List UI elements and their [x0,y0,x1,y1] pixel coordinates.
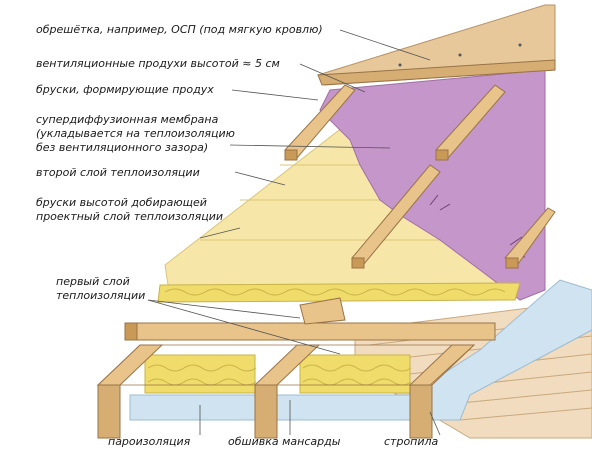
vent-battens [284,59,556,269]
label-first-layer: первый слой теплоизоляции [56,275,146,302]
label-extra-battens: бруски высотой добирающей проектный слой… [36,196,223,223]
label-rafter: стропила [384,435,439,448]
label-membrane: супердиффузионная мембрана (укладывается… [36,113,235,154]
first-insulation-band [157,282,521,303]
label-second-layer: второй слой теплоизоляции [36,166,200,179]
insulation-between-rafters [144,354,412,394]
label-vapor-barrier: пароизоляция [108,435,191,448]
rafters [96,344,476,439]
label-sheathing: обрешётка, например, ОСП (под мягкую кро… [36,23,323,36]
label-vent-battens: бруски, формирующие продух [36,83,214,96]
label-vent-gap: вентиляционные продухи высотой ≈ 5 см [36,57,280,70]
extra-height-battens [124,297,496,341]
leader-lines [147,29,441,436]
label-attic-lining: обшивка мансарды [228,435,341,448]
